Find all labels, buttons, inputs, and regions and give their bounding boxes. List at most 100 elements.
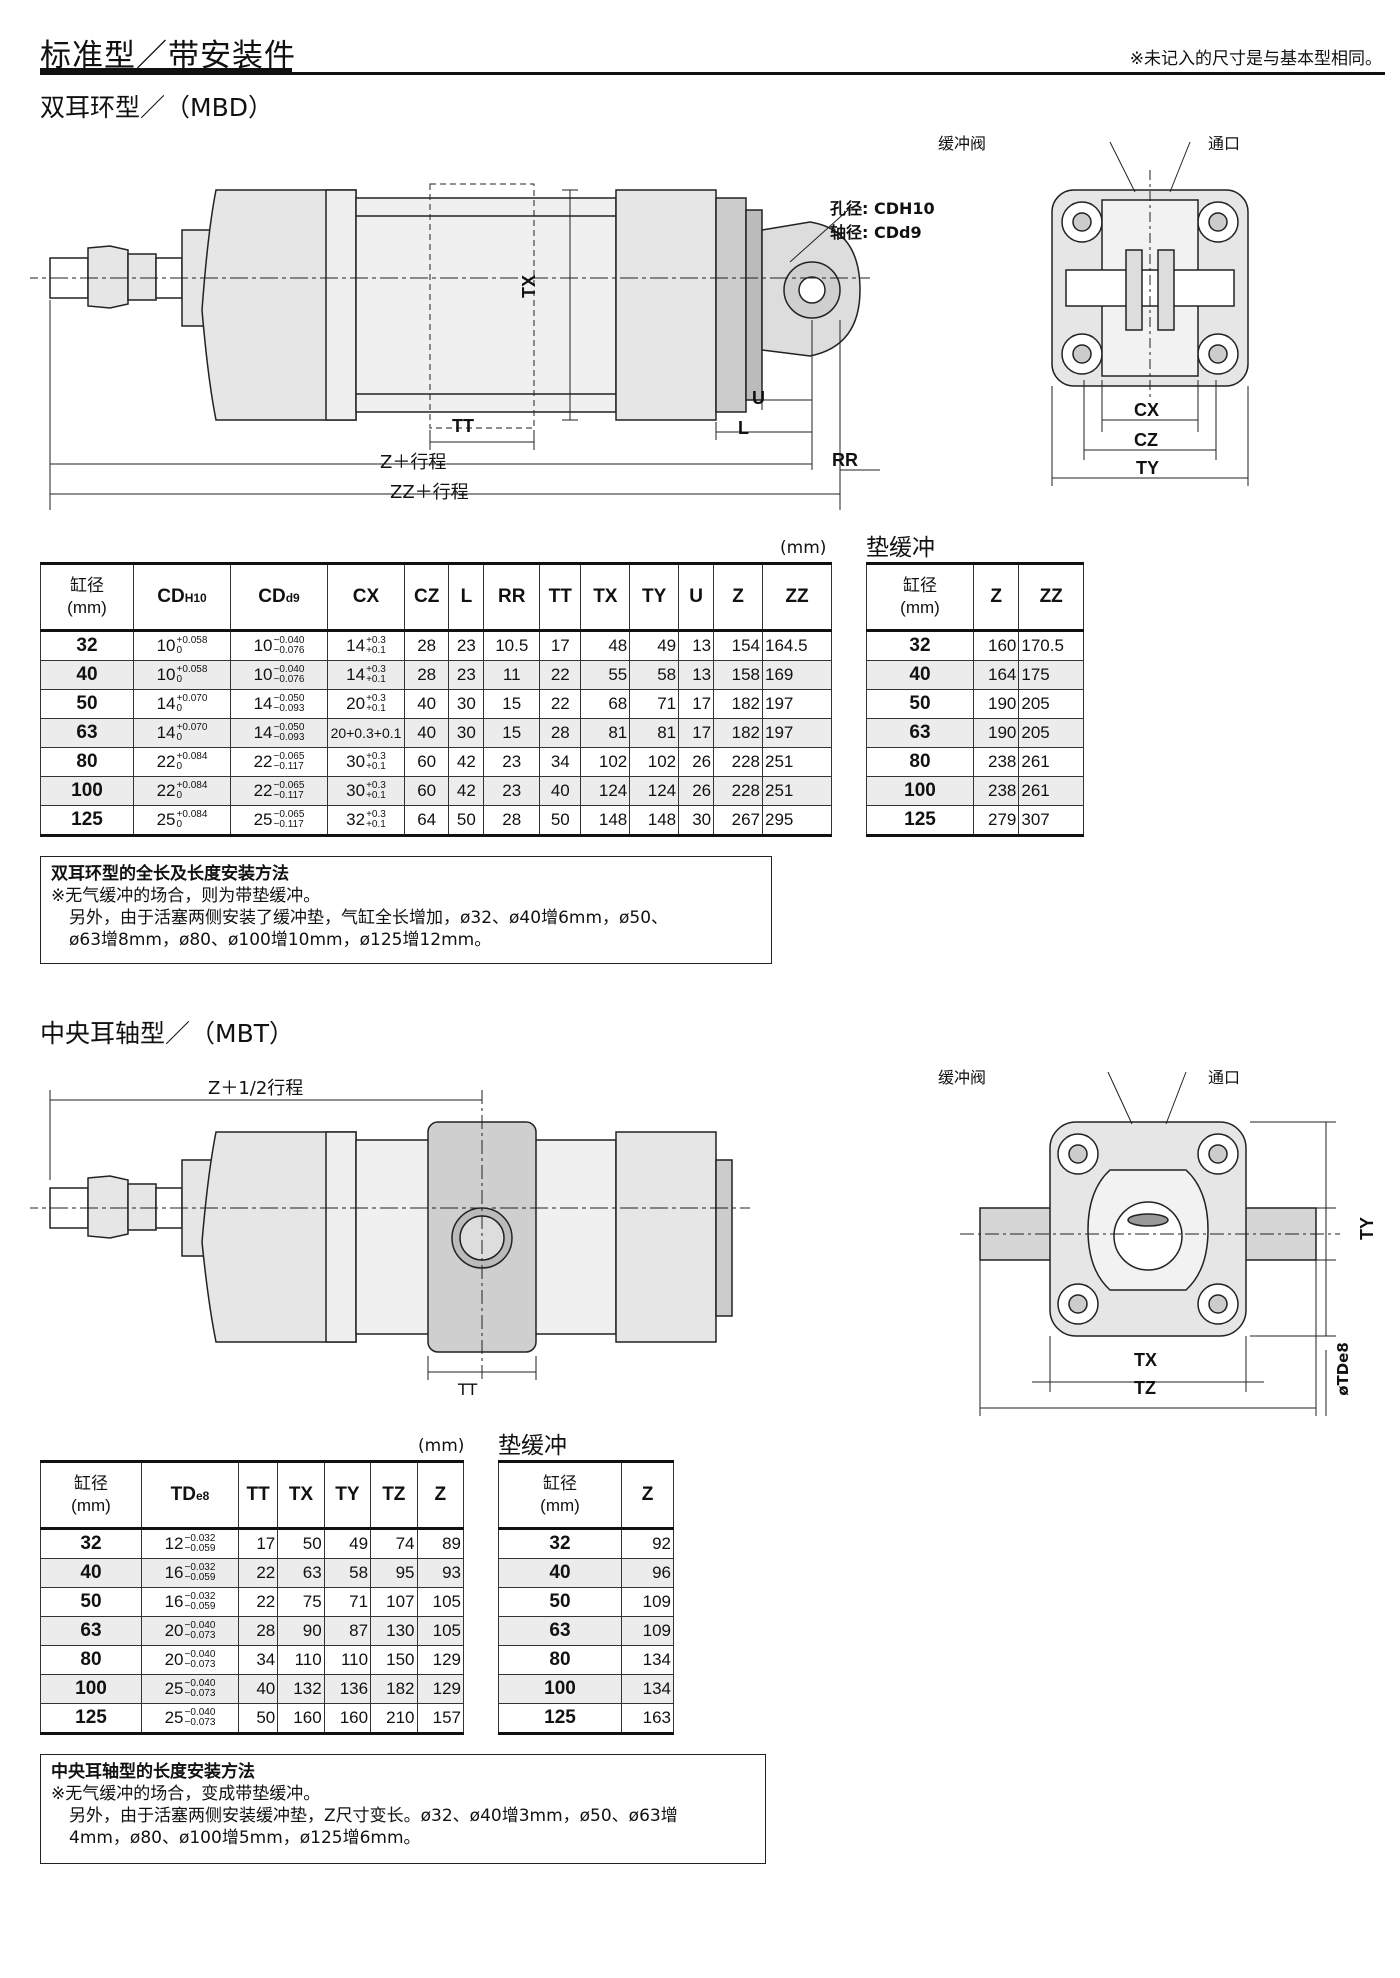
tolerance-cell: 25−0.040−0.073 [141, 1674, 239, 1704]
value-cell: 129 [416, 1674, 465, 1704]
value-cell: 197 [762, 718, 832, 748]
tolerance-cell: 30+0.3+0.1 [327, 747, 405, 777]
mbt-side-drawing [30, 1090, 750, 1380]
value-cell: 26 [678, 776, 715, 806]
tolerance-cell: 20−0.040−0.073 [141, 1616, 239, 1646]
value-cell: 60 [403, 776, 450, 806]
mbd-section-title: 双耳环型／（MBD） [40, 93, 273, 122]
value-cell: 30 [448, 718, 485, 748]
mbt-label-cushion-valve: 缓冲阀 [938, 1068, 987, 1087]
value-cell: 28 [403, 660, 450, 690]
value-cell: 160 [323, 1703, 372, 1734]
value-cell: 93 [416, 1558, 465, 1588]
value-cell: 60 [403, 747, 450, 777]
value-cell: 40 [539, 776, 582, 806]
mbt-cushion-title: 垫缓冲 [498, 1433, 567, 1459]
bore-cell: 100 [498, 1674, 622, 1704]
bore-cell: 32 [498, 1528, 622, 1559]
cushion-col-zz: ZZ [1018, 563, 1084, 631]
value-cell: 307 [1018, 805, 1084, 836]
mbd-label-hole: 孔径: CDH10 [830, 199, 935, 218]
col-tt: TT [539, 563, 582, 631]
header-note: ※未记入的尺寸是与基本型相同。 [1129, 49, 1382, 69]
mbt-note-title: 中央耳轴型的长度安装方法 [51, 1762, 255, 1782]
mbd-cushion-title: 垫缓冲 [866, 535, 935, 561]
value-cell: 157 [416, 1703, 465, 1734]
value-cell: 150 [370, 1645, 418, 1675]
value-cell: 110 [277, 1645, 325, 1675]
value-cell: 22 [237, 1558, 279, 1588]
tolerance-cell: 14−0.050−0.093 [230, 718, 328, 748]
value-cell: 154 [713, 630, 763, 661]
value-cell: 124 [629, 776, 680, 806]
value-cell: 164 [972, 660, 1020, 690]
mbt-dim-ty: TY [1357, 1216, 1378, 1241]
col-z: Z [416, 1461, 465, 1529]
value-cell: 17 [539, 630, 582, 661]
bore-cell: 50 [498, 1587, 622, 1617]
value-cell: 160 [972, 630, 1020, 661]
bore-cell: 63 [40, 718, 134, 748]
value-cell: 132 [277, 1674, 325, 1704]
mbd-dim-z: Z＋行程 [380, 452, 447, 473]
value-cell: 71 [629, 689, 680, 719]
value-cell: 13 [678, 660, 715, 690]
bore-cell: 40 [498, 1558, 622, 1588]
value-cell: 95 [370, 1558, 418, 1588]
mbt-dim-z: Z＋1/2行程 [208, 1078, 304, 1099]
bore-cell: 125 [40, 1703, 142, 1734]
tolerance-cell: 25−0.065−0.117 [230, 805, 328, 836]
value-cell: 40 [403, 718, 450, 748]
value-cell: 13 [678, 630, 715, 661]
value-cell: 102 [629, 747, 680, 777]
value-cell: 71 [323, 1587, 372, 1617]
col-cx: CX [327, 563, 405, 631]
cushion-col-z: Z [621, 1461, 674, 1529]
value-cell: 89 [416, 1528, 465, 1559]
bore-cell: 125 [498, 1703, 622, 1734]
value-cell: 124 [580, 776, 631, 806]
value-cell: 15 [483, 689, 541, 719]
tolerance-cell: 16−0.032−0.059 [141, 1587, 239, 1617]
value-cell: 23 [448, 660, 485, 690]
value-cell: 182 [370, 1674, 418, 1704]
value-cell: 238 [972, 747, 1020, 777]
value-cell: 136 [323, 1674, 372, 1704]
value-cell: 20+0.3+0.1 [327, 718, 405, 748]
mbt-note-box: 中央耳轴型的长度安装方法 ※无气缓冲的场合，变成带垫缓冲。 另外，由于活塞两侧安… [40, 1754, 766, 1864]
title-rule [40, 72, 1385, 75]
tolerance-cell: 30+0.3+0.1 [327, 776, 405, 806]
tolerance-cell: 12−0.032−0.059 [141, 1528, 239, 1559]
value-cell: 68 [580, 689, 631, 719]
value-cell: 50 [277, 1528, 325, 1559]
cushion-col-bore: 缸径 (mm) [498, 1461, 622, 1529]
col-cz: CZ [403, 563, 450, 631]
value-cell: 197 [762, 689, 832, 719]
value-cell: 81 [580, 718, 631, 748]
col-tz: TZ [370, 1461, 418, 1529]
value-cell: 49 [629, 630, 680, 661]
bore-cell: 40 [40, 1558, 142, 1588]
mbt-label-port: 通口 [1208, 1068, 1241, 1087]
value-cell: 28 [237, 1616, 279, 1646]
